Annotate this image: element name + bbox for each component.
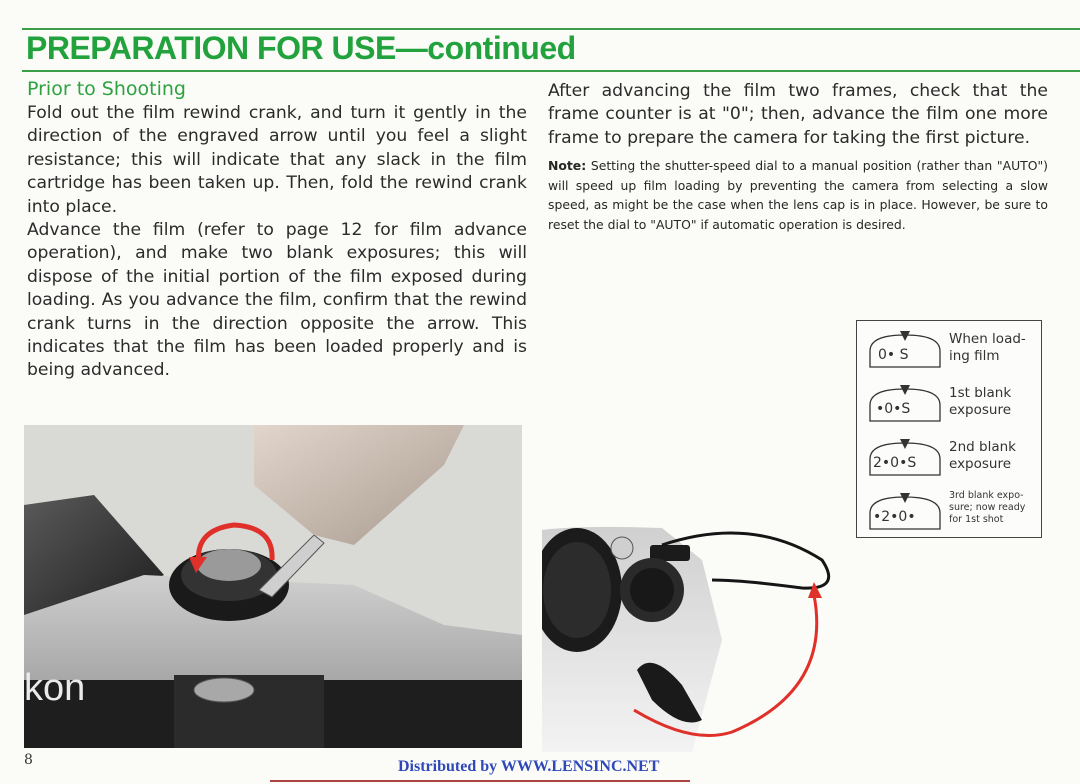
frame-counter-dial-icon: 2•0•S bbox=[869, 439, 941, 476]
title-bar: PREPARATION FOR USE—continued bbox=[22, 28, 1080, 72]
advance-lever-photo bbox=[542, 470, 842, 752]
page-title-main: PREPARATION FOR USE bbox=[26, 30, 396, 66]
footer-credit: Distributed by WWW.LENSINC.NET bbox=[398, 758, 660, 775]
left-column: Prior to Shooting Fold out the film rewi… bbox=[27, 78, 527, 383]
frame-counter-dial-icon: •0•S bbox=[869, 385, 941, 422]
legend-label: 1st blank exposure bbox=[949, 385, 1012, 418]
dial-text: •2•0• bbox=[873, 509, 916, 525]
dial-text: 2•0•S bbox=[873, 455, 916, 471]
legend-label: 2nd blank exposure bbox=[949, 439, 1016, 472]
note-paragraph: Note: Setting the shutter-speed dial to … bbox=[548, 156, 1048, 234]
right-paragraph-1: After advancing the film two frames, che… bbox=[548, 81, 1048, 148]
dial-text: •0•S bbox=[876, 401, 910, 417]
left-paragraph-1: Fold out the film rewind crank, and turn… bbox=[27, 103, 527, 217]
frame-counter-dial-icon: 0• S bbox=[869, 331, 941, 368]
right-column: After advancing the film two frames, che… bbox=[548, 80, 1048, 235]
rewind-crank-photo: kon bbox=[24, 425, 522, 748]
left-paragraph-2: Advance the film (refer to page 12 for f… bbox=[27, 220, 527, 381]
page-title: PREPARATION FOR USE—continued bbox=[26, 30, 576, 67]
legend-row-loading: 0• S When load-ing film bbox=[857, 325, 1041, 377]
note-text: Setting the shutter-speed dial to a manu… bbox=[548, 158, 1048, 232]
section-subhead: Prior to Shooting bbox=[27, 78, 186, 100]
frame-counter-dial-icon: •2•0• bbox=[869, 493, 941, 530]
frame-counter-legend: 0• S When load-ing film •0•S 1st blank e… bbox=[856, 320, 1042, 538]
note-label: Note: bbox=[548, 158, 587, 174]
legend-row-third: •2•0• 3rd blank expo-sure; now ready for… bbox=[857, 487, 1041, 539]
legend-row-first: •0•S 1st blank exposure bbox=[857, 379, 1041, 431]
page-title-suffix: —continued bbox=[395, 30, 576, 66]
legend-row-second: 2•0•S 2nd blank exposure bbox=[857, 433, 1041, 485]
legend-label: When load-ing film bbox=[949, 331, 1026, 364]
legend-label: 3rd blank expo-sure; now ready for 1st s… bbox=[949, 490, 1026, 525]
page-number: 8 bbox=[24, 752, 33, 768]
dial-text: 0• S bbox=[878, 347, 909, 363]
camera-brand-text: kon bbox=[24, 667, 85, 709]
footer-rule bbox=[270, 780, 690, 782]
